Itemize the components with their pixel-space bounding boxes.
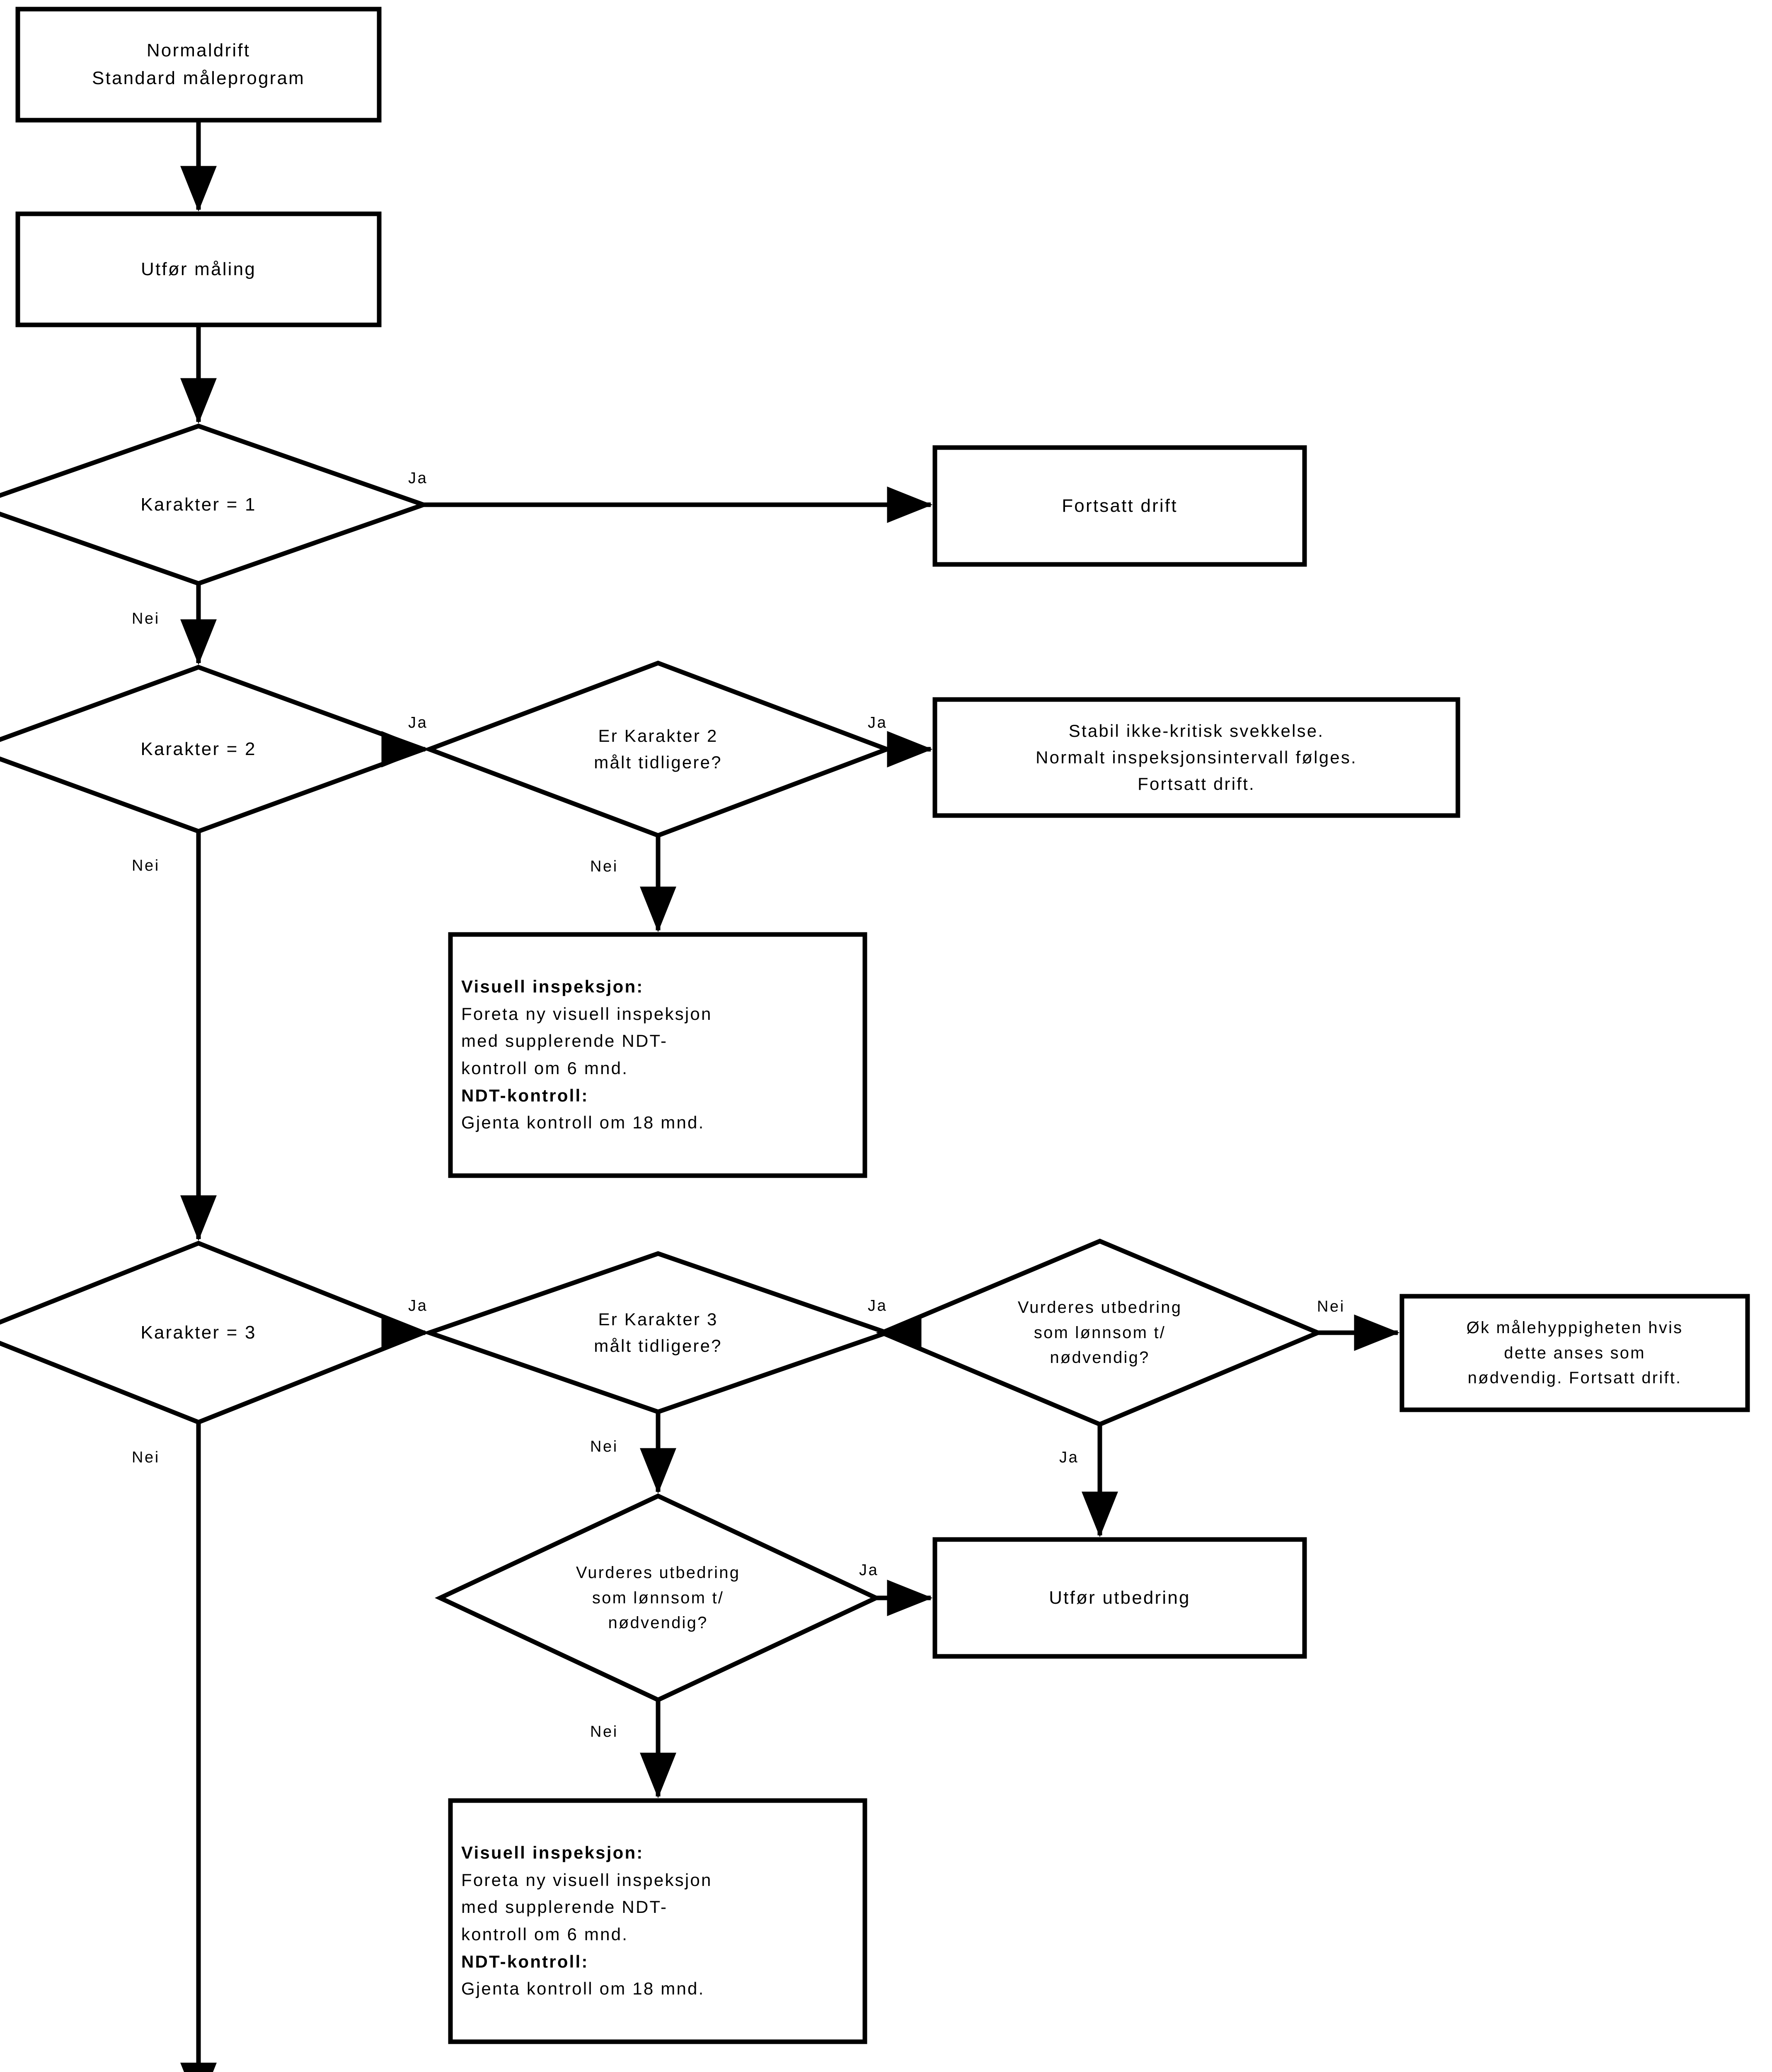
edge-label-karakter2-nei: Nei — [132, 857, 160, 874]
node-shape-visuell-inspeksjon-3 — [448, 1798, 867, 2044]
edge-label-er-karakter3-ja: Ja — [868, 1297, 888, 1314]
node-shape-vurderes-utbedring-top — [876, 1239, 1324, 1427]
edge-label-karakter1-ja: Ja — [408, 470, 428, 487]
node-shape-vurderes-utbedring-bottom — [435, 1493, 881, 1703]
edge-label-karakter3-nei: Nei — [132, 1449, 160, 1466]
edge-label-er-karakter2-ja: Ja — [868, 714, 888, 731]
node-shape-karakter3 — [0, 1241, 430, 1425]
node-shape-normaldrift — [15, 7, 382, 123]
edge-label-karakter3-ja: Ja — [408, 1297, 428, 1314]
node-shape-ok-malehyppighet — [1399, 1294, 1750, 1412]
node-shape-karakter2 — [0, 665, 431, 834]
edge-label-karakter1-nei: Nei — [132, 610, 160, 627]
edge-label-vurderes-bottom-ja: Ja — [859, 1561, 879, 1579]
edge-label-vurderes-top-ja: Ja — [1059, 1449, 1079, 1466]
node-shape-er-karakter2-malt — [423, 661, 893, 838]
node-shape-karakter1 — [0, 424, 431, 586]
edge-label-er-karakter3-nei: Nei — [590, 1438, 618, 1455]
node-shape-utfor-maling — [15, 211, 382, 327]
edge-label-karakter2-ja: Ja — [408, 714, 428, 731]
node-shape-visuell-inspeksjon-2 — [448, 932, 867, 1178]
edge-label-vurderes-bottom-nei: Nei — [590, 1723, 618, 1740]
node-shape-stabil-svekkelse — [932, 697, 1460, 818]
edge-label-vurderes-top-nei: Nei — [1317, 1298, 1345, 1315]
node-shape-fortsatt-drift — [932, 445, 1307, 567]
node-shape-utfor-utbedring — [932, 1537, 1307, 1659]
edge-label-er-karakter2-nei: Nei — [590, 858, 618, 875]
node-shape-er-karakter3-malt — [422, 1251, 894, 1414]
